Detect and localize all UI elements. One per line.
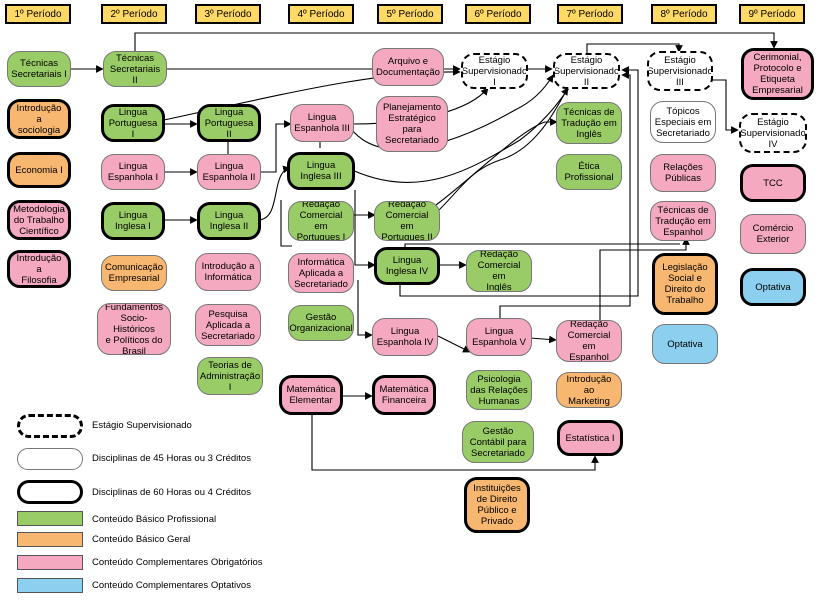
legend-swatch-60h: [17, 480, 83, 504]
node-gestao-contabil: Gestão Contábil para Secretariado: [462, 421, 534, 463]
arrow-ing3-ing4: [354, 190, 376, 269]
node-redacao-portugues-2: Redação Comercial em Portugues II: [374, 201, 440, 241]
node-instituicoes-direito: Instituições de Direito Público e Privad…: [464, 477, 530, 533]
node-introducao-informatica: Introdução a Informática: [195, 253, 261, 291]
node-lingua-espanhola-5: Lingua Espanhola V: [466, 318, 532, 356]
node-lingua-portuguesa-1: Lingua Portuguesa I: [101, 104, 165, 142]
period-header-4: 4º Período: [288, 4, 354, 24]
node-arquivo-documentacao: Arquivo e Documentação: [372, 48, 444, 86]
legend-label-complementares-obrigatorios: Conteúdo Complementares Obrigatórios: [92, 557, 263, 568]
legend-label-basico-profissional: Conteúdo Básico Profissional: [92, 514, 217, 525]
node-teorias-administracao: Teorias de Administração I: [197, 357, 263, 395]
legend-label-estagio: Estágio Supervisionado: [92, 420, 192, 431]
node-optativa-8: Optativa: [652, 324, 718, 364]
node-comercio-exterior: Comércio Exterior: [740, 214, 806, 254]
arrow-esp4-esp5: [435, 334, 471, 353]
node-estatistica-1: Estatística I: [557, 420, 623, 456]
node-lingua-espanhola-1: Lingua Espanhola I: [101, 154, 165, 190]
node-estagio-supervisionado-1: Estágio Supervisionado I: [461, 53, 528, 89]
node-redacao-espanhol: Redação Comercial em Espanhol: [556, 320, 622, 362]
node-estagio-supervisionado-3: Estágio Supervisionado III: [647, 51, 713, 91]
node-estagio-supervisionado-4: Estágio Supervisionado IV: [739, 113, 807, 153]
arrow-ing4-trad-espanhol-line: [404, 243, 680, 252]
legend-swatch-basico-geral: [17, 532, 83, 547]
node-lingua-inglesa-2: Lingua Inglesa II: [197, 202, 261, 240]
arrow-esp3-esp4: [319, 141, 372, 335]
period-header-8: 8º Período: [651, 4, 717, 24]
node-pesquisa-aplicada: Pesquisa Aplicada a Secretariado: [195, 304, 261, 346]
node-estagio-supervisionado-2: Estágio Supervisionado II: [553, 53, 620, 89]
node-planejamento-estrategico: Planejamento Estratégico para Secretaria…: [376, 96, 448, 152]
period-header-6: 6º Período: [465, 4, 531, 24]
node-lingua-portuguesa-2: Lingua Portuguesa II: [197, 104, 261, 142]
legend-label-basico-geral: Conteúdo Básico Geral: [92, 534, 191, 545]
legend-swatch-complementares-optativos: [17, 578, 83, 593]
legend-label-complementares-optativos: Conteúdo Complementares Optativos: [92, 580, 251, 591]
node-introducao-filosofia: Introdução a Filosofia: [7, 250, 71, 288]
arrow-tec2-cerimonial-top: [134, 32, 778, 55]
node-etica-profissional: Ética Profissional: [556, 154, 622, 190]
arrow-port2-redport1: [227, 141, 292, 247]
arrow-ing4-estagio2-right: [399, 66, 639, 297]
node-optativa-9: Optativa: [740, 268, 806, 306]
node-lingua-inglesa-1: Lingua Inglesa I: [101, 202, 165, 240]
node-redacao-ingles: Redação Comercial em Inglês: [466, 250, 532, 292]
node-legislacao-social: Legislação Social e Direito do Trabalho: [652, 253, 718, 315]
arrow-esp2-esp3: [259, 120, 292, 173]
node-comunicacao-empresarial: Comunicação Empresarial: [101, 255, 167, 291]
node-redacao-portugues-1: Redação Comercial em Portugues I: [288, 201, 354, 241]
node-informatica-aplicada: Informática Aplicada a Secretariado: [288, 253, 354, 293]
arrow-estagio2-estagio3: [586, 43, 683, 53]
node-tecnicas-secretariais-2: Técnicas Secretariais II: [103, 51, 167, 87]
node-topicos-especiais: Tópicos Especiais em Secretariado: [650, 101, 716, 143]
arrow-redport2-estagio2: [435, 87, 569, 214]
legend-swatch-estagio: [17, 414, 83, 438]
node-lingua-espanhola-3: Lingua Espanhola III: [290, 104, 354, 142]
node-economia-1: Economia I: [7, 152, 71, 188]
node-gestao-organizacional: Gestão Organizacional: [288, 305, 354, 341]
period-header-3: 3º Período: [195, 4, 261, 24]
node-lingua-inglesa-4: Lingua Inglesa IV: [374, 247, 440, 285]
period-header-9: 9º Período: [739, 4, 805, 24]
legend-swatch-basico-profissional: [17, 511, 83, 526]
arrow-redport2-tradingles: [435, 118, 558, 206]
node-relacoes-publicas: Relações Públicas: [650, 154, 716, 192]
node-introducao-sociologia: Introdução a sociologia: [7, 99, 71, 139]
arrow-ing2-ing3: [258, 165, 291, 221]
node-lingua-espanhola-2: Lingua Espanhola II: [197, 154, 261, 190]
arrow-mat-elementar-estatistica: [311, 414, 599, 471]
node-traducao-ingles: Técnicas de Tradução em Inglês: [556, 102, 622, 144]
node-metodologia: Metodologia do Trabalho Científico: [7, 200, 71, 240]
node-introducao-marketing: Introdução ao Marketing: [556, 372, 622, 408]
period-header-7: 7º Período: [557, 4, 623, 24]
arrow-esp5-estagio2: [499, 71, 631, 318]
node-fundamentos: Fundamentos Socio-Históricos e Políticos…: [97, 303, 171, 355]
node-psicologia: Psicologia das Relações Humanas: [466, 370, 532, 410]
node-tcc: TCC: [740, 164, 806, 202]
node-lingua-inglesa-3: Lingua Inglesa III: [287, 152, 355, 190]
arrow-esp5-trad-espanhol: [599, 237, 690, 322]
arrow-esp5-redespanhol: [529, 335, 557, 344]
node-traducao-espanhol: Técnicas de Tradução em Espanhol: [650, 201, 716, 241]
node-tecnicas-secretariais-1: Técnicas Secretariais I: [7, 51, 71, 87]
period-header-5: 5º Período: [377, 4, 443, 24]
node-cerimonial-protocolo: Cerimonial, Protocolo e Etiqueta Empresa…: [741, 48, 814, 100]
period-header-1: 1º Período: [5, 4, 71, 24]
node-matematica-financeira: Matemática Financeira: [372, 375, 436, 415]
legend-swatch-45h: [17, 448, 83, 470]
node-lingua-espanhola-4: Lingua Espanhola IV: [372, 318, 438, 356]
legend-label-45h: Disciplinas de 45 Horas ou 3 Créditos: [92, 453, 251, 464]
period-header-2: 2º Período: [101, 4, 167, 24]
legend-label-60h: Disciplinas de 60 Horas ou 4 Créditos: [92, 487, 251, 498]
node-matematica-elementar: Matemática Elementar: [279, 375, 343, 415]
arrow-estagio3-estagio4: [712, 79, 739, 134]
legend-swatch-complementares-obrigatorios: [17, 555, 83, 570]
